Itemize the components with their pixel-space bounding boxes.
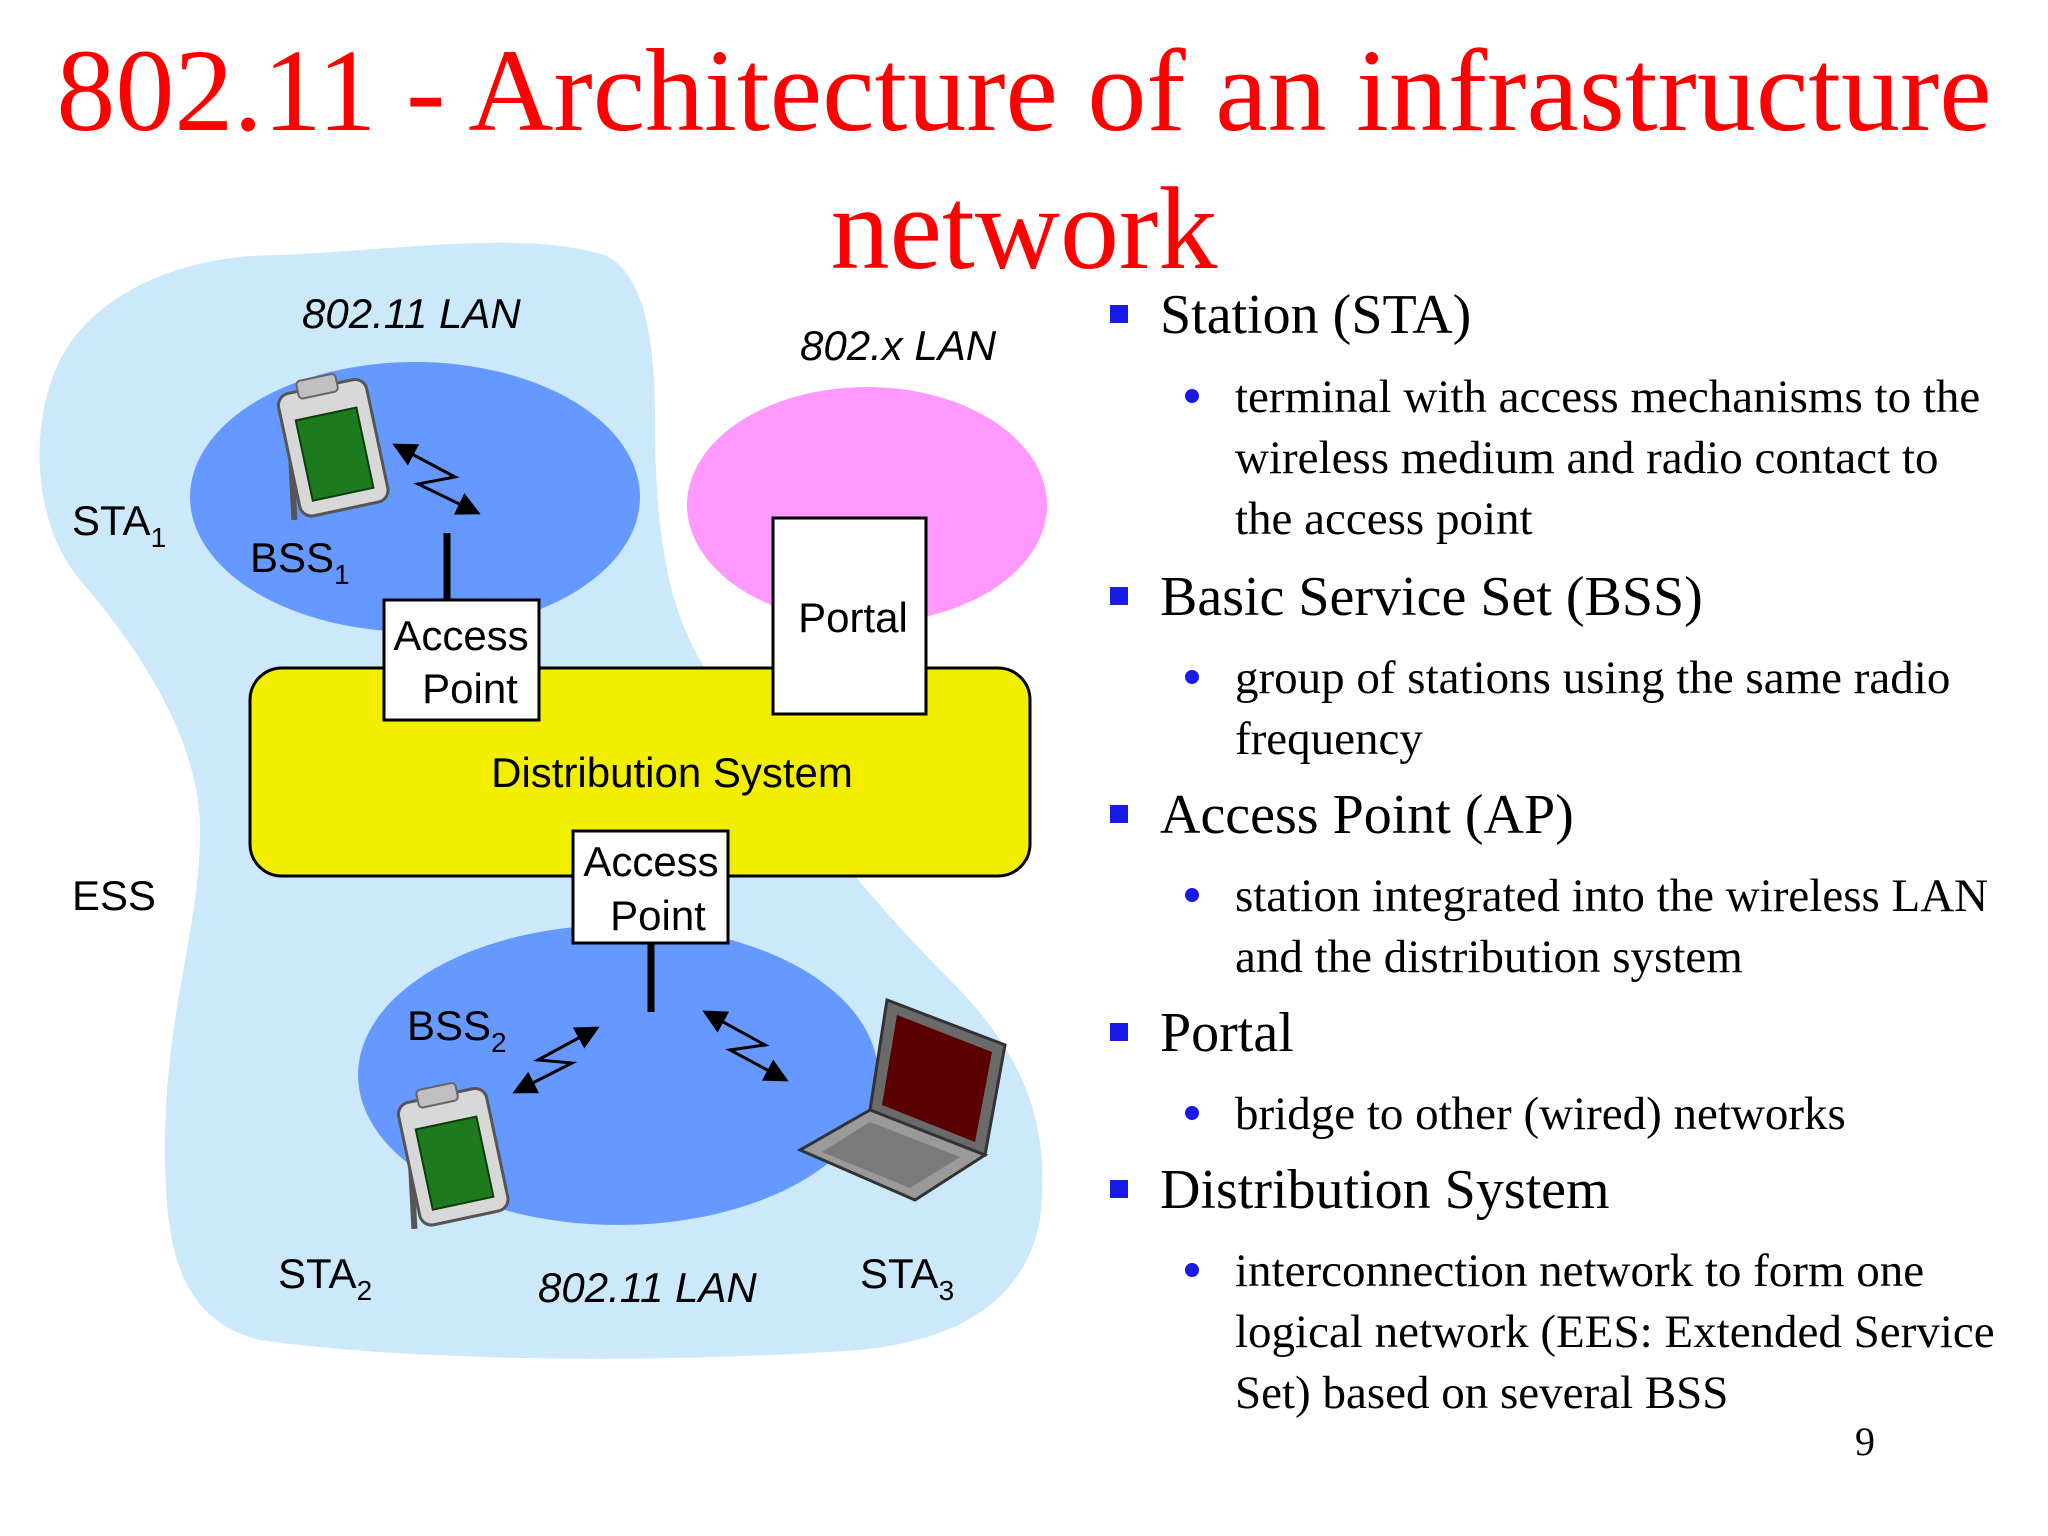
access-point-1 (382, 598, 541, 722)
distribution-system-label: Distribution System (491, 749, 853, 796)
bullet-marker-icon (1110, 1180, 1128, 1198)
portal-box (771, 516, 928, 716)
pda-1-icon (276, 373, 390, 521)
sub-bullet-icon (1185, 1106, 1199, 1120)
sub-bullet-icon (1185, 389, 1199, 403)
bullet-term: Distribution System (1160, 1159, 1610, 1221)
radio-link-3-icon (702, 1010, 789, 1082)
lan-bottom-label: 802.11 LAN (538, 1264, 757, 1311)
bss2-label: BSS2 (407, 1002, 507, 1058)
lan-x-label: 802.x LAN (800, 322, 997, 369)
laptop-icon (796, 997, 1007, 1202)
ap2-label-line1: Access (583, 838, 718, 885)
bullet-term: Station (STA) (1160, 284, 1472, 346)
sub-bullet-icon (1185, 670, 1199, 684)
ap2-label-line2: Point (610, 892, 706, 939)
bullet-marker-icon (1110, 805, 1128, 823)
page-number: 9 (1855, 1419, 1875, 1464)
bullet-desc: interconnection network to form one logi… (1235, 1245, 1995, 1419)
bullet-desc: station integrated into the wireless LAN… (1235, 870, 1989, 983)
bullet-marker-icon (1110, 587, 1128, 605)
sta3-label: STA3 (860, 1250, 954, 1306)
bullet-desc: terminal with access mechanisms to the w… (1235, 371, 1981, 545)
bullet-desc: bridge to other (wired) networks (1235, 1088, 1846, 1140)
portal-label: Portal (798, 594, 908, 641)
bullet-marker-icon (1110, 1023, 1128, 1041)
bullet-term: Portal (1160, 1002, 1294, 1064)
bullet-term: Basic Service Set (BSS) (1160, 566, 1703, 628)
ap1-label-line2: Point (422, 665, 518, 712)
slide-title: 802.11 - Architecture of an infrastructu… (56, 25, 1992, 294)
lan-top-label: 802.11 LAN (302, 290, 521, 337)
bss1-region (190, 362, 640, 632)
sta2-label: STA2 (278, 1250, 372, 1306)
sub-bullet-icon (1185, 1263, 1199, 1277)
sub-bullet-icon (1185, 888, 1199, 902)
ess-label: ESS (72, 872, 156, 919)
bullet-desc: group of stations using the same radio f… (1235, 652, 1951, 765)
bss1-label: BSS1 (250, 534, 350, 590)
bullet-term: Access Point (AP) (1160, 784, 1574, 846)
ap1-label-line1: Access (393, 612, 528, 659)
sta1-label: STA1 (72, 497, 166, 553)
pda-2-icon (396, 1082, 510, 1230)
bullet-marker-icon (1110, 305, 1128, 323)
radio-link-2-icon (512, 1026, 600, 1094)
radio-link-1-icon (392, 443, 481, 515)
access-point-2 (571, 829, 730, 945)
